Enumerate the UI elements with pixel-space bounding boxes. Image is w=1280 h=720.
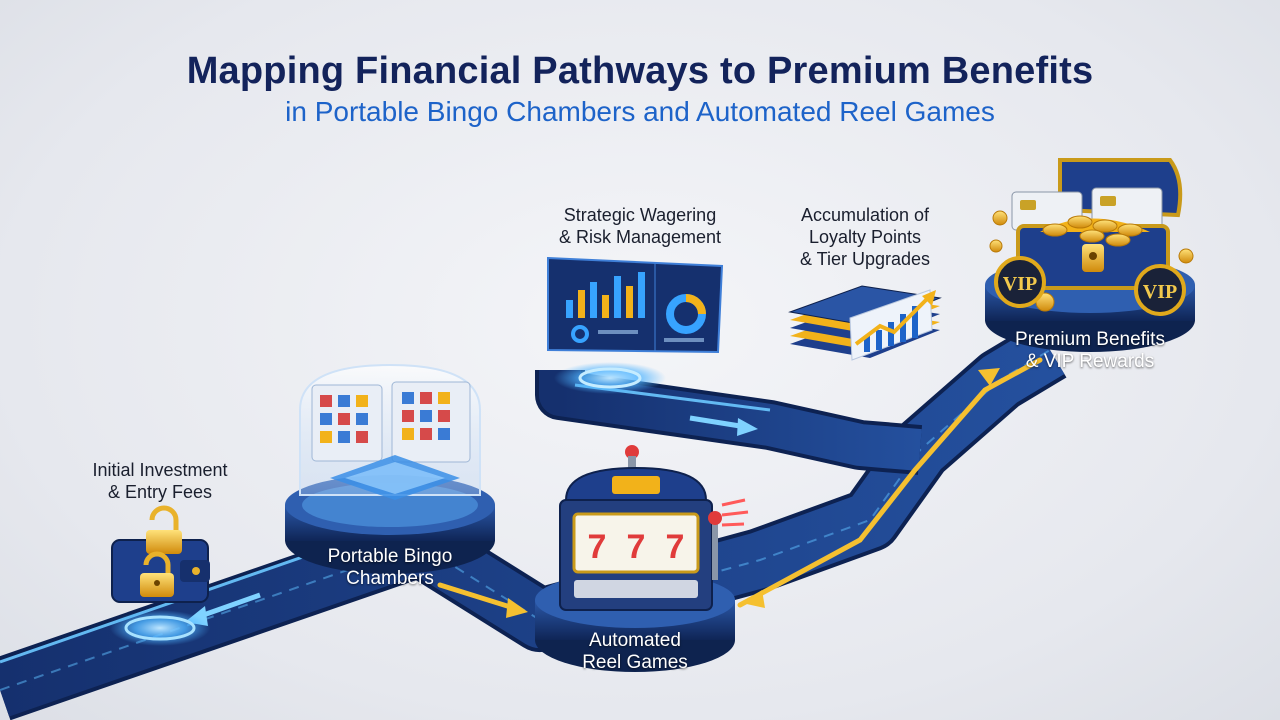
- stage-label-line: Portable Bingo: [327, 546, 453, 567]
- flow-arrow-strategic: [689, 415, 758, 436]
- stage-label-line: Loyalty Points: [808, 227, 922, 247]
- treasure-chest-icon: [985, 158, 1195, 352]
- stage-label-line: Accumulation of: [800, 205, 930, 225]
- stage-label-line: Reel Games: [582, 652, 688, 673]
- stage-label-line: & VIP Rewards: [1025, 351, 1155, 372]
- stage-label-loyalty-points: Accumulation of Loyalty Points & Tier Up…: [770, 204, 960, 270]
- stage-label-reel-games: Automated Reel Games: [545, 630, 725, 674]
- stage-label-strategic-wagering: Strategic Wagering & Risk Management: [535, 204, 745, 248]
- wallet-padlock-icon: [110, 505, 210, 646]
- stage-label-premium-benefits: Premium Benefits & VIP Rewards: [990, 329, 1190, 373]
- flow-arrow-to-vip: [978, 368, 1000, 386]
- loyalty-cards-growth-icon: [788, 285, 942, 361]
- svg-text:7: 7: [588, 528, 607, 566]
- flow-arrow-reel-back: [742, 590, 765, 608]
- stage-label-line: & Risk Management: [558, 227, 722, 247]
- vip-badge-left-text: VIP: [1003, 273, 1037, 295]
- stage-label-line: Chambers: [346, 568, 434, 589]
- vip-badge-left: VIP: [994, 256, 1046, 308]
- slot-machine-icon: 7 7 7: [535, 445, 749, 672]
- flow-arrow-bingo-to-reel: [506, 598, 528, 618]
- svg-text:7: 7: [666, 528, 685, 566]
- stage-label-line: Automated: [589, 630, 681, 651]
- stage-label-initial-investment: Initial Investment & Entry Fees: [70, 459, 250, 503]
- diagram-subtitle: in Portable Bingo Chambers and Automated…: [285, 96, 995, 127]
- vip-badge-right-text: VIP: [1143, 281, 1177, 303]
- svg-text:7: 7: [627, 528, 646, 566]
- analytics-dashboard-icon: [547, 256, 724, 394]
- stage-label-bingo-chambers: Portable Bingo Chambers: [300, 546, 480, 590]
- stage-label-line: & Tier Upgrades: [799, 249, 931, 269]
- diagram-title: Mapping Financial Pathways to Premium Be…: [186, 50, 1094, 92]
- stage-label-line: Strategic Wagering: [563, 205, 717, 225]
- vip-badge-right: VIP: [1134, 264, 1186, 316]
- stage-label-line: Initial Investment: [92, 460, 228, 480]
- stage-label-line: Premium Benefits: [1015, 329, 1165, 350]
- bingo-dome-icon: [285, 363, 495, 574]
- stage-label-line: & Entry Fees: [107, 482, 213, 502]
